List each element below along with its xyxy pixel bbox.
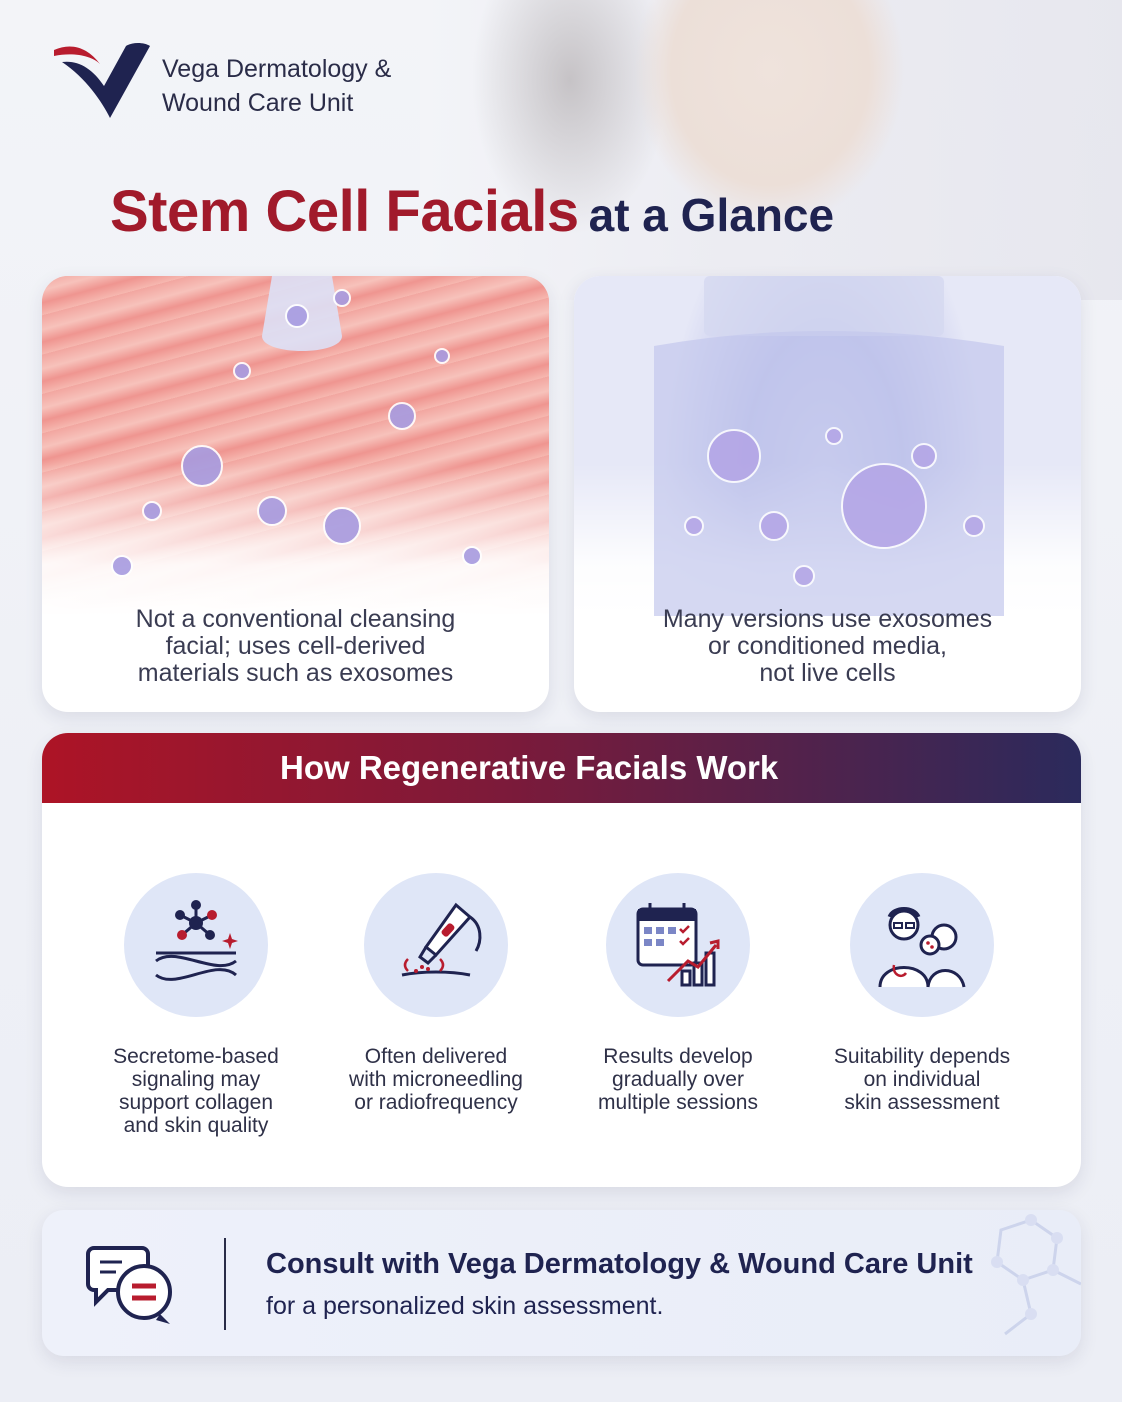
serum-bottle-with-cells (574, 276, 1081, 616)
how-it-works-title: How Regenerative Facials Work (42, 733, 1081, 803)
consult-subline: for a personalized skin assessment. (266, 1292, 664, 1320)
how-item-text: Secretome-based signaling may support co… (113, 1045, 279, 1137)
consult-divider (224, 1238, 226, 1330)
how-item-secretome: Secretome-based signaling may support co… (76, 873, 316, 1137)
how-item-delivery: Often delivered with microneedling or ra… (316, 873, 556, 1114)
how-it-works-panel: How Regenerative Facials Work Secretome-… (42, 733, 1081, 1187)
consult-headline: Consult with Vega Dermatology & Wound Ca… (266, 1248, 973, 1280)
info-card-left: Not a conventional cleansing facial; use… (42, 276, 549, 712)
doctor-patient-icon (878, 907, 966, 988)
consult-banner: Consult with Vega Dermatology & Wound Ca… (42, 1210, 1081, 1356)
how-item-text: Results develop gradually over multiple … (598, 1045, 758, 1114)
calendar-growth-chart-icon (636, 903, 720, 987)
skin-layers-with-cells (42, 276, 549, 616)
card-right-caption: Many versions use exosomes or conditione… (662, 605, 993, 687)
microneedling-pen-icon (401, 902, 482, 977)
how-item-suitability: Suitability depends on individual skin a… (802, 873, 1042, 1114)
how-item-text: Often delivered with microneedling or ra… (349, 1045, 523, 1114)
molecule-pattern-icon (991, 1214, 1081, 1336)
brand-line-2: Wound Care Unit (162, 89, 354, 117)
card-left-caption: Not a conventional cleansing facial; use… (135, 605, 456, 687)
hero-face-background (420, 0, 1122, 300)
brand-name: Vega Dermatology & Wound Care Unit (162, 52, 391, 120)
info-card-right: Many versions use exosomes or conditione… (574, 276, 1081, 712)
how-item-text: Suitability depends on individual skin a… (833, 1045, 1011, 1114)
how-item-results: Results develop gradually over multiple … (558, 873, 798, 1114)
v-swoosh-logo (54, 43, 150, 118)
brand-line-1: Vega Dermatology & (162, 55, 392, 83)
molecule-dna-icon (155, 900, 238, 981)
chat-bubbles-icon (86, 1246, 172, 1324)
title-rest: at a Glance (588, 189, 835, 241)
title-main: Stem Cell Facials (110, 179, 579, 244)
